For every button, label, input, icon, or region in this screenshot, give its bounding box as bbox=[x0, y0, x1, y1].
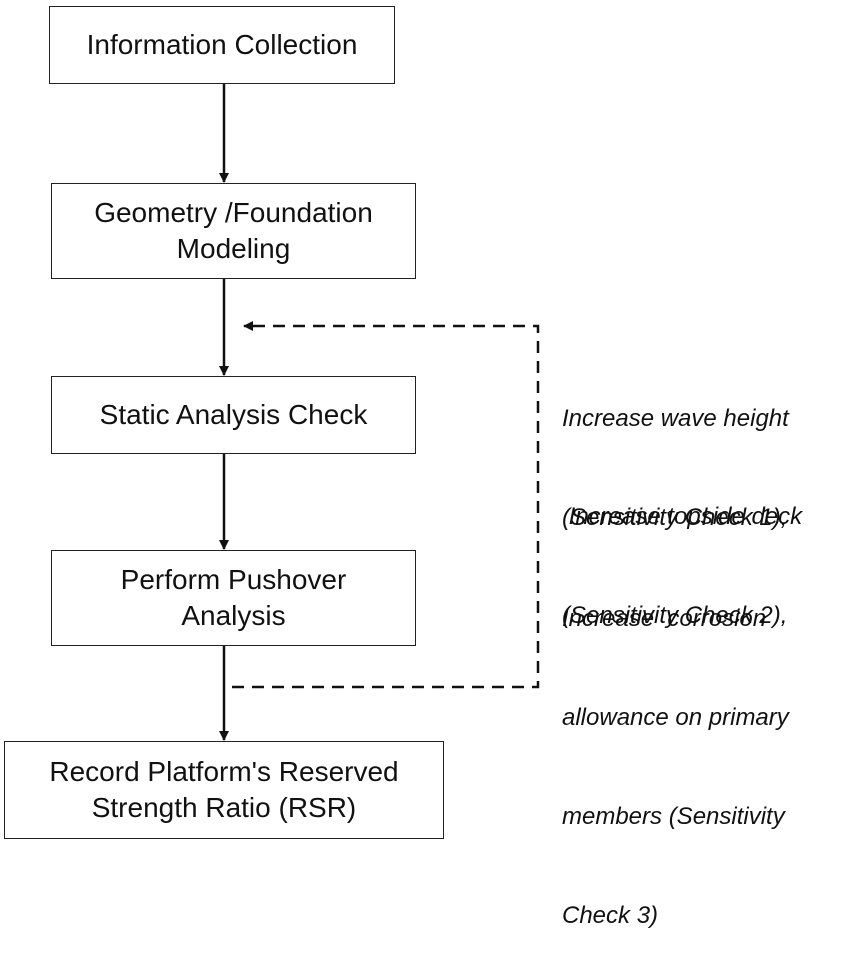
sensitivity-note-topside-deck: Increase topside deck (Sensitivity Check… bbox=[562, 503, 803, 629]
sensitivity-feedback-loop bbox=[232, 321, 540, 689]
step-record-reserved-strength-ratio-label: Record Platform's Reserved Strength Rati… bbox=[49, 755, 399, 823]
step-information-collection: Information Collection bbox=[49, 6, 395, 84]
step-static-analysis-check-label: Static Analysis Check bbox=[99, 398, 368, 430]
flow-connectors bbox=[219, 84, 540, 741]
sensitivity-note-wave-height: Increase wave height (Sensitivity Check … bbox=[562, 405, 789, 531]
step-record-reserved-strength-ratio: Record Platform's Reserved Strength Rati… bbox=[4, 741, 444, 839]
step-geometry-foundation-modeling: Geometry /Foundation Modeling bbox=[51, 183, 416, 279]
step-geometry-foundation-modeling-label: Geometry /Foundation Modeling bbox=[94, 196, 373, 264]
sensitivity-note-corrosion-allowance: Increase corrosion allowance on primary … bbox=[562, 605, 789, 929]
step-perform-pushover-analysis-label: Perform Pushover Analysis bbox=[120, 563, 347, 631]
step-static-analysis-check: Static Analysis Check bbox=[51, 376, 416, 454]
step-information-collection-label: Information Collection bbox=[86, 28, 358, 60]
step-perform-pushover-analysis: Perform Pushover Analysis bbox=[51, 550, 416, 646]
